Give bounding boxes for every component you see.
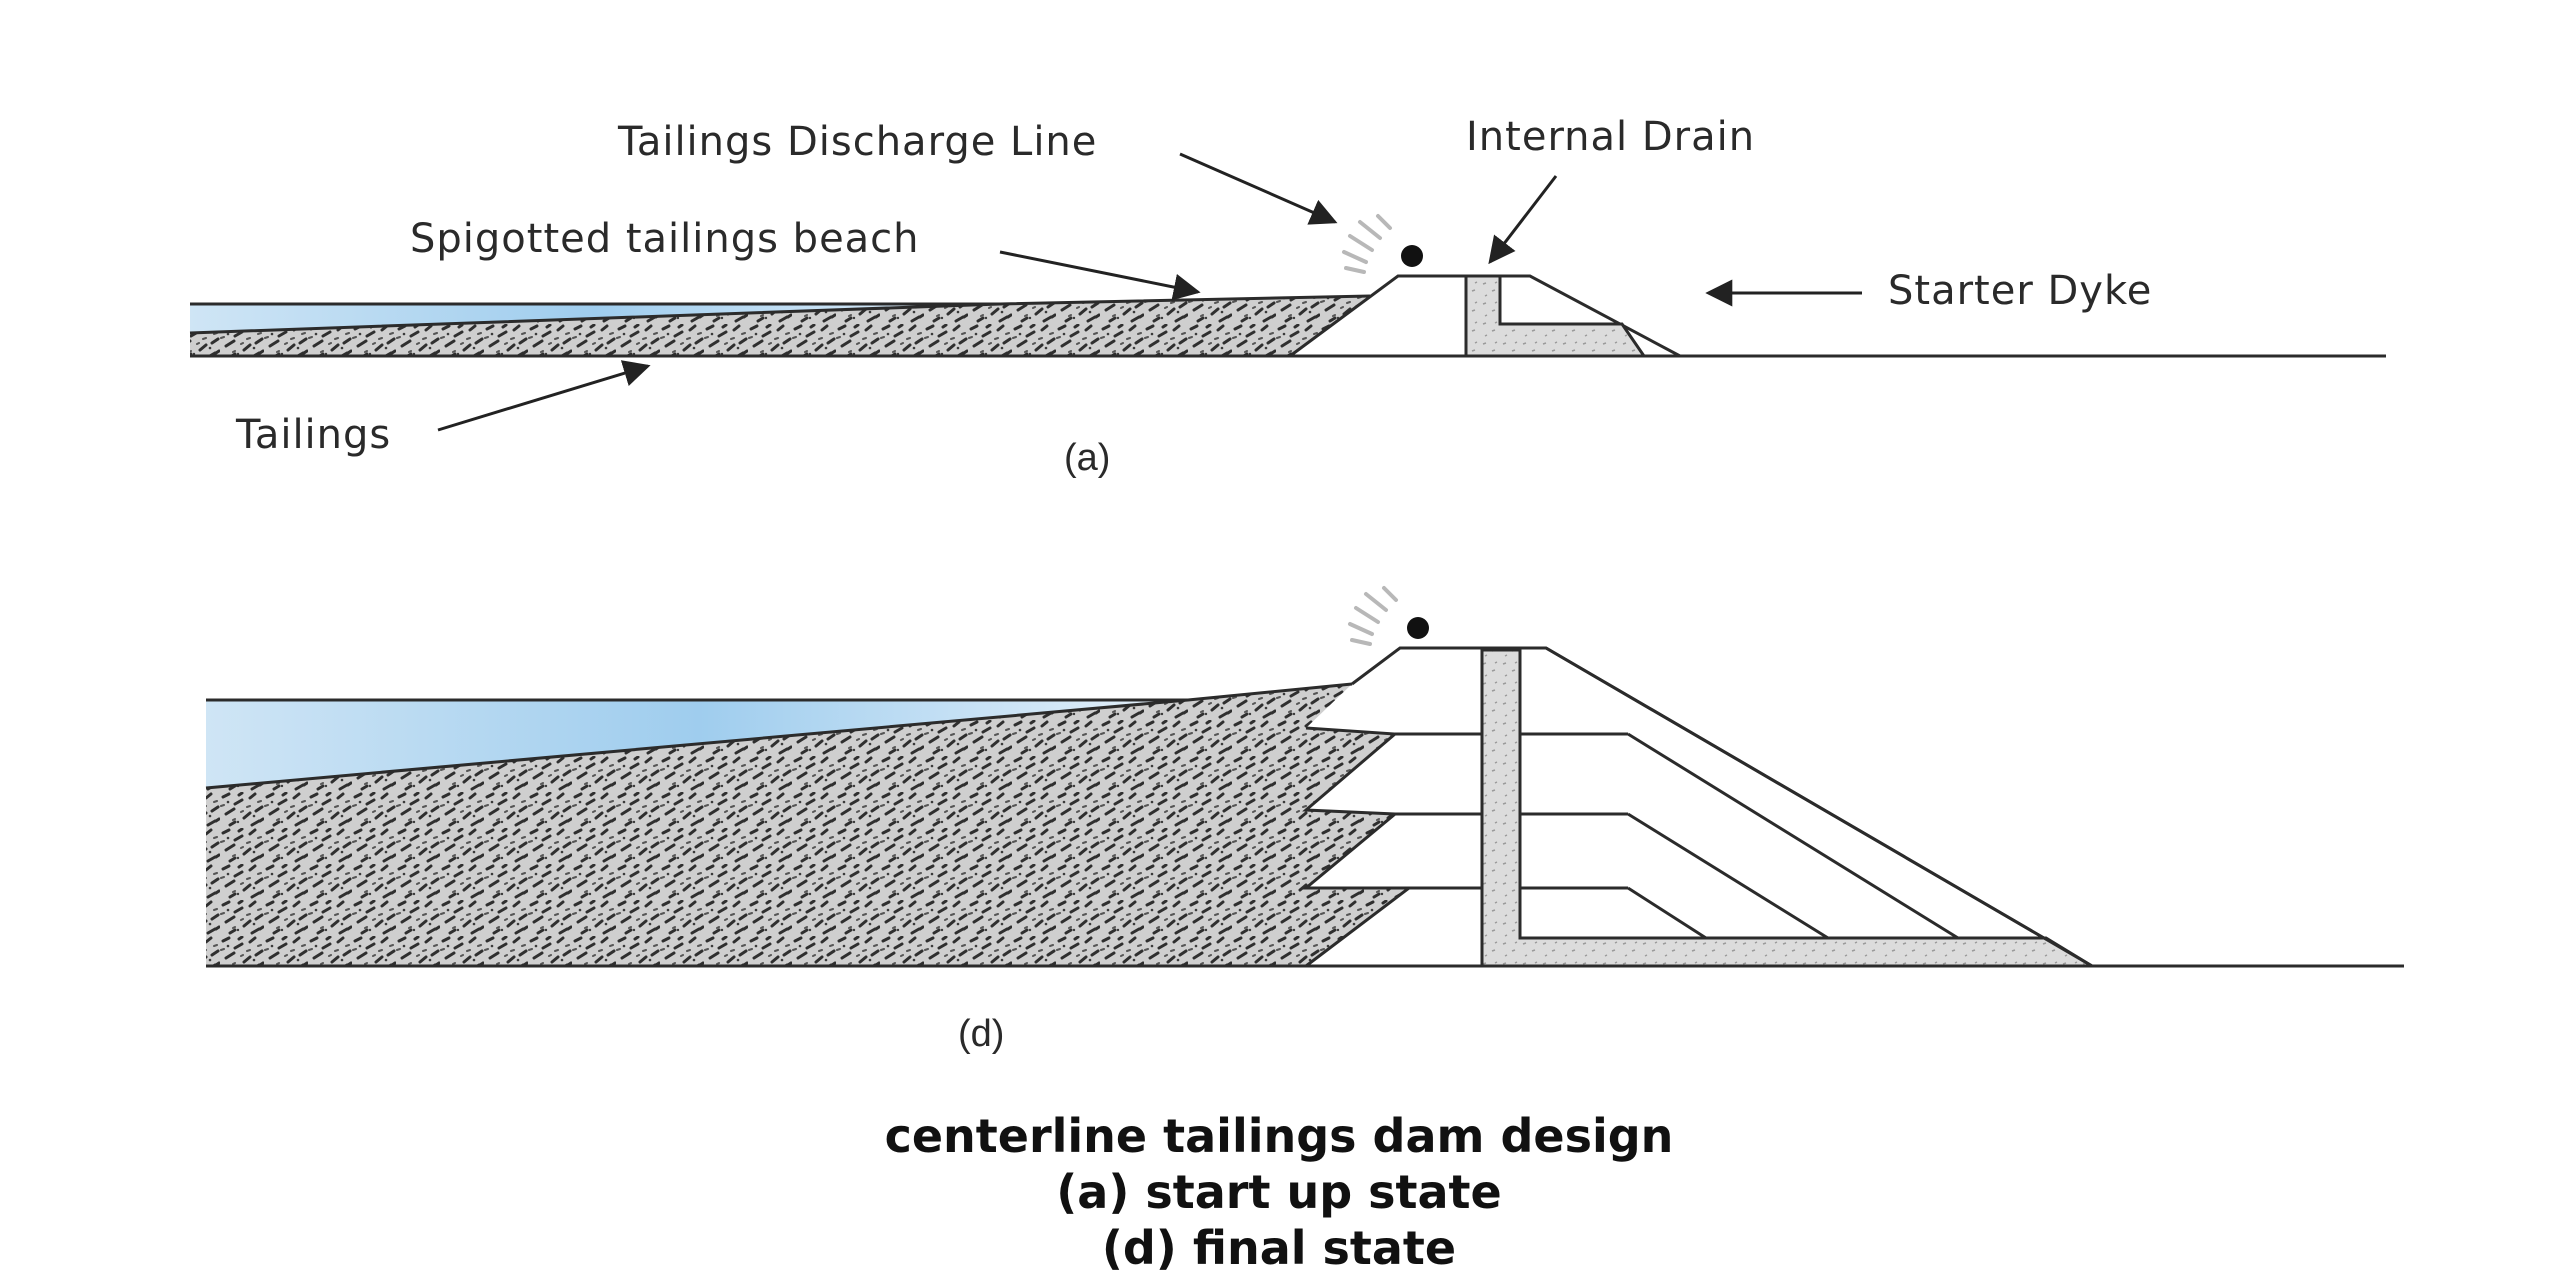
label-spigotted-beach: Spigotted tailings beach (410, 216, 920, 262)
discharge-pipe-icon (1401, 245, 1423, 267)
label-starter-dyke: Starter Dyke (1888, 268, 2152, 314)
dam-body-d (1306, 648, 2092, 966)
annotations-a (437, 152, 1862, 432)
panel-d (205, 586, 2404, 968)
panel-a (189, 214, 2386, 358)
label-tailings: Tailings (235, 412, 391, 458)
spray-icon (1342, 214, 1392, 274)
spray-icon (1348, 586, 1398, 646)
tailings-body-d (206, 684, 1409, 966)
panel-label-d: (d) (958, 1013, 1004, 1055)
discharge-pipe-icon (1407, 617, 1429, 639)
downstream-slope-d (1545, 646, 2093, 968)
label-discharge-line: Tailings Discharge Line (617, 119, 1097, 165)
beach-surface-d (205, 682, 1353, 790)
panel-label-a: (a) (1064, 437, 1110, 479)
tailings-body-a (190, 296, 1370, 356)
figure-caption: centerline tailings dam design (a) start… (0, 1108, 2558, 1276)
label-internal-drain: Internal Drain (1466, 114, 1755, 160)
beach-surface-a (189, 294, 1371, 335)
caption-line-d: (d) final state (1101, 1221, 1457, 1275)
caption-line-a: (a) start up state (1056, 1165, 1502, 1219)
caption-title: centerline tailings dam design (884, 1109, 1674, 1163)
